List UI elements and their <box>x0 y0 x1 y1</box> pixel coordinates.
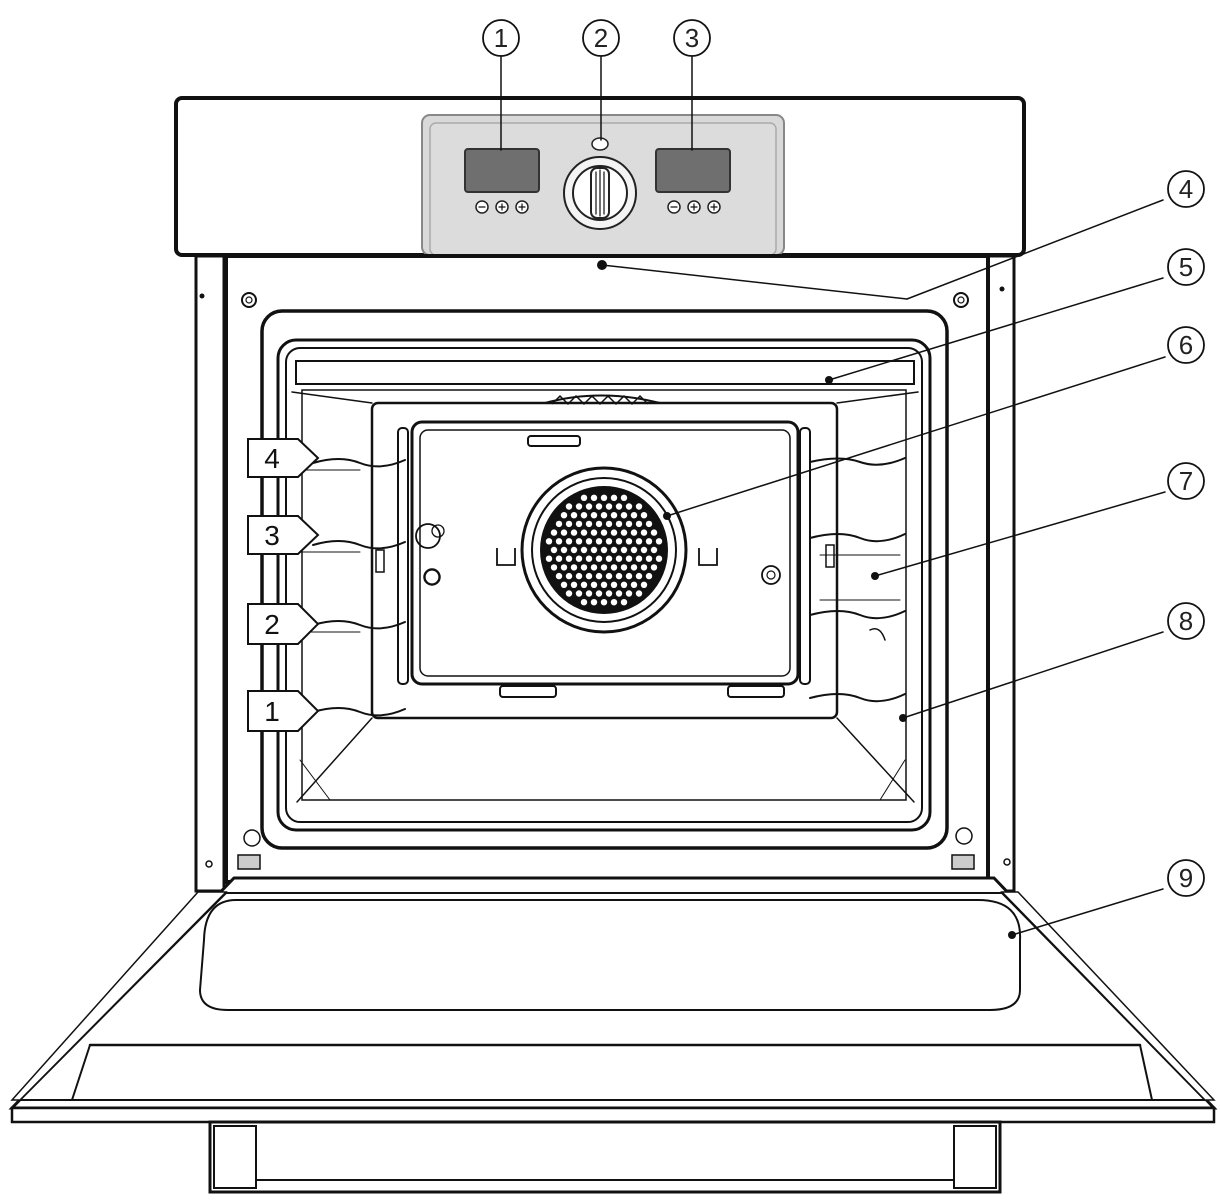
leader-lines <box>500 56 1166 939</box>
oven-door[interactable] <box>8 876 1218 1124</box>
callout-8-label: 8 <box>1179 606 1193 636</box>
callout-5-label: 5 <box>1179 252 1193 282</box>
door-hinge-base <box>208 1120 1002 1194</box>
right-shelf-runners <box>799 427 906 703</box>
left-shelf-runners <box>299 427 445 717</box>
callout-4-label: 4 <box>1179 174 1193 204</box>
callout-1-label: 1 <box>494 23 508 53</box>
left-timer-display <box>464 148 540 193</box>
function-selector-knob[interactable] <box>563 156 637 230</box>
callout-9: 9 <box>1167 859 1205 897</box>
shelf-level-2-label: 2 <box>264 609 280 640</box>
callout-3-label: 3 <box>685 23 699 53</box>
callout-2-label: 2 <box>594 23 608 53</box>
right-timer-buttons[interactable] <box>667 200 721 214</box>
callout-6: 6 <box>1167 326 1205 364</box>
callout-3: 3 <box>673 19 711 57</box>
fan-grille <box>520 466 688 634</box>
right-timer-display <box>655 148 731 193</box>
oven-lamp <box>295 360 915 406</box>
callout-5: 5 <box>1167 248 1205 286</box>
callout-4: 4 <box>1167 170 1205 208</box>
shelf-level-3: 3 <box>247 515 320 555</box>
shelf-level-4-label: 4 <box>264 443 280 474</box>
callout-7-label: 7 <box>1179 466 1193 496</box>
shelf-level-1-label: 1 <box>264 696 280 727</box>
callout-7: 7 <box>1167 462 1205 500</box>
callout-2: 2 <box>582 19 620 57</box>
callout-1: 1 <box>482 19 520 57</box>
callout-8: 8 <box>1167 602 1205 640</box>
indicator-light <box>591 137 609 151</box>
shelf-level-2: 2 <box>247 603 320 645</box>
shelf-level-3-label: 3 <box>264 520 280 551</box>
callout-9-label: 9 <box>1179 863 1193 893</box>
shelf-level-tags: 4 3 2 1 <box>247 438 320 732</box>
shelf-level-4: 4 <box>247 438 320 478</box>
shelf-level-1: 1 <box>247 690 320 732</box>
callout-6-label: 6 <box>1179 330 1193 360</box>
left-timer-buttons[interactable] <box>475 200 529 214</box>
